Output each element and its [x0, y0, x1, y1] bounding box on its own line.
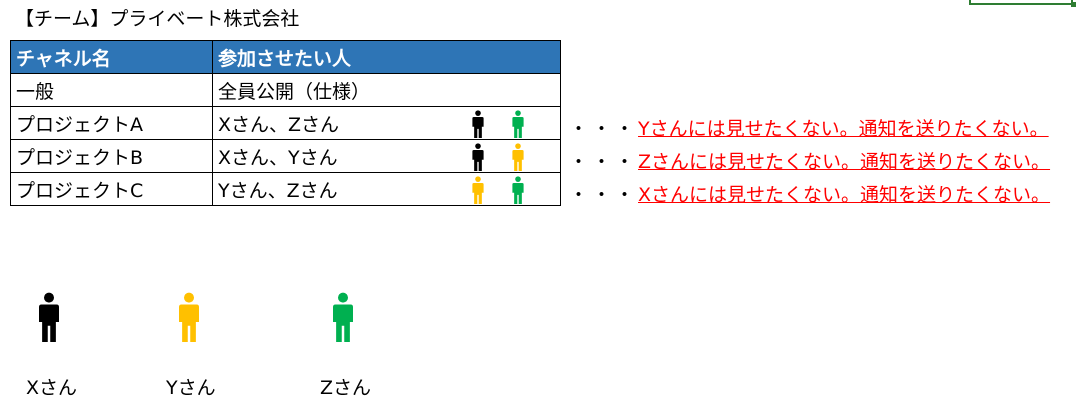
table-row: プロジェクトC Yさん、Zさん	[10, 172, 561, 206]
members-text: 全員公開（仕様）	[218, 80, 371, 103]
channel-name-cell[interactable]: プロジェクトC	[10, 172, 213, 206]
row-people	[469, 110, 549, 138]
person-icon	[469, 176, 487, 204]
table-row: プロジェクトA Xさん、Zさん	[10, 106, 561, 140]
members-cell[interactable]: Yさん、Zさん	[212, 172, 561, 206]
note-text[interactable]: Xさんには見せたくない。通知を送りたくない。	[638, 184, 1051, 206]
channel-table: チャネル名 参加させたい人 一般 全員公開（仕様） プロジェクトA Xさん、Zさ…	[10, 40, 561, 206]
members-text: Xさん、Zさん	[218, 113, 340, 136]
legend-label: Yさん	[166, 377, 216, 399]
table-header-row: チャネル名 参加させたい人	[10, 40, 561, 74]
note-project-c: ・・・Xさんには見せたくない。通知を送りたくない。	[569, 182, 1050, 208]
person-icon	[469, 143, 487, 171]
legend-item-y: Yさん	[166, 292, 276, 399]
members-text: Xさん、Yさん	[218, 146, 338, 169]
cell-selection-border	[969, 0, 1073, 5]
members-text: Yさん、Zさん	[218, 179, 338, 202]
header-channel-name[interactable]: チャネル名	[10, 40, 213, 74]
row-people	[469, 143, 549, 171]
table-row: 一般 全員公開（仕様）	[10, 73, 561, 107]
note-dots: ・・・	[569, 184, 639, 206]
legend-item-z: Zさん	[320, 292, 430, 399]
note-dots: ・・・	[569, 151, 639, 173]
person-icon	[509, 110, 527, 138]
legend-label: Xさん	[26, 377, 78, 399]
person-icon	[469, 110, 487, 138]
note-project-a: ・・・Yさんには見せたくない。通知を送りたくない。	[569, 116, 1049, 142]
members-cell[interactable]: Xさん、Yさん	[212, 139, 561, 173]
members-cell[interactable]: 全員公開（仕様）	[212, 73, 561, 107]
note-dots: ・・・	[569, 118, 639, 140]
channel-name-cell[interactable]: プロジェクトB	[10, 139, 213, 173]
person-icon	[509, 143, 527, 171]
note-text[interactable]: Zさんには見せたくない。通知を送りたくない。	[638, 151, 1051, 173]
person-icon[interactable]	[330, 292, 430, 342]
note-project-b: ・・・Zさんには見せたくない。通知を送りたくない。	[569, 149, 1050, 175]
members-cell[interactable]: Xさん、Zさん	[212, 106, 561, 140]
legend-label: Zさん	[320, 377, 372, 399]
channel-name-cell[interactable]: 一般	[10, 73, 213, 107]
sheet-title: 【チーム】プライベート株式会社	[15, 8, 300, 30]
header-members[interactable]: 参加させたい人	[212, 40, 561, 74]
person-icon[interactable]	[36, 292, 136, 342]
row-people	[469, 176, 549, 204]
legend-item-x: Xさん	[26, 292, 136, 399]
person-icon	[509, 176, 527, 204]
note-text[interactable]: Yさんには見せたくない。通知を送りたくない。	[638, 118, 1049, 140]
fill-handle[interactable]	[1071, 2, 1076, 7]
person-icon[interactable]	[176, 292, 276, 342]
channel-name-cell[interactable]: プロジェクトA	[10, 106, 213, 140]
table-row: プロジェクトB Xさん、Yさん	[10, 139, 561, 173]
